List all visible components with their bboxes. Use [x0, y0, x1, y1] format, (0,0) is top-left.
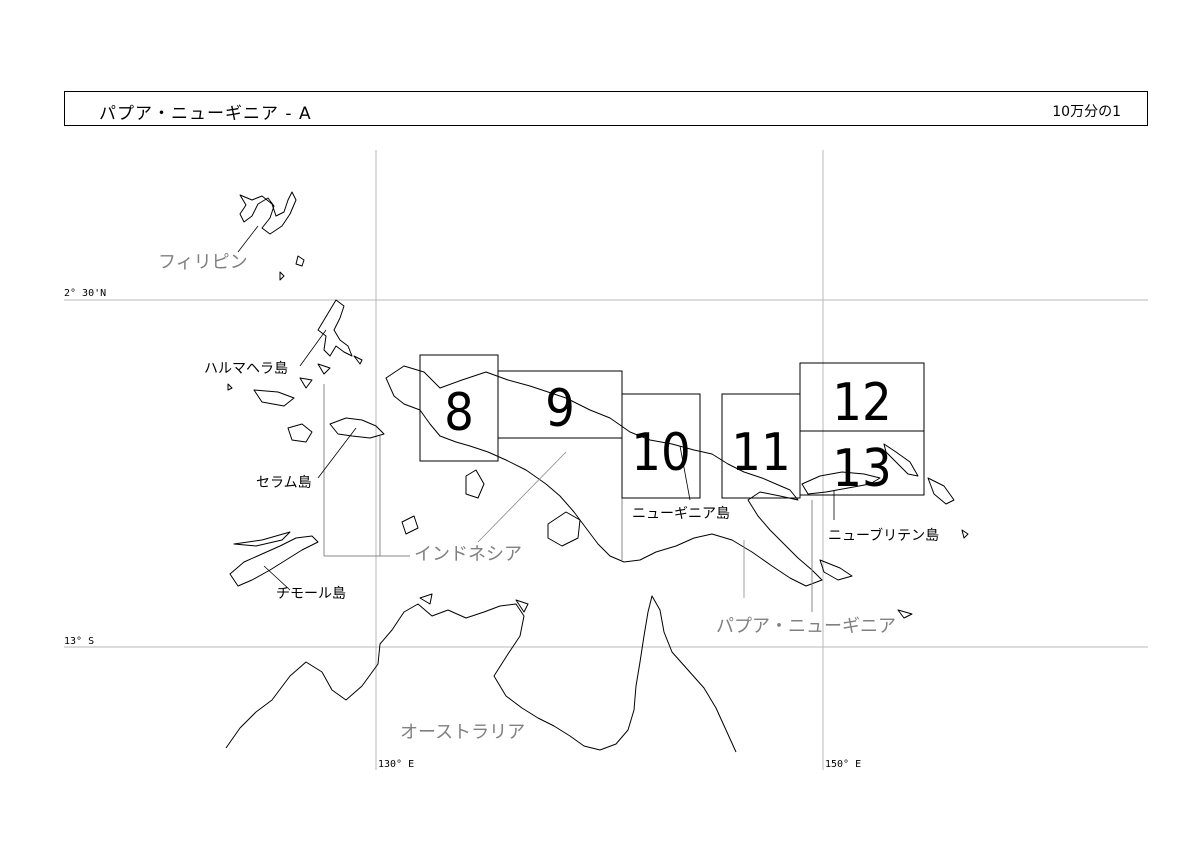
coast-new-guinea	[385, 365, 823, 587]
leader-new-guinea	[679, 445, 691, 501]
coast-moluccas-small	[227, 355, 363, 391]
label-seram: セラム島	[256, 475, 312, 491]
coast-timor	[229, 535, 319, 587]
map-title: パプア・ニューギニア - A	[99, 104, 312, 124]
coast-halmahera-islets	[253, 363, 331, 407]
sheet-box-13[interactable]	[799, 430, 925, 496]
coast-sunda-islets	[233, 515, 419, 547]
coast-australia	[225, 595, 737, 753]
lon-label-130: 130° E	[378, 759, 414, 770]
sheet-number-9: 9	[545, 379, 575, 439]
sheet-number-10: 10	[631, 423, 691, 483]
title-bar: パプア・ニューギニア - A 10万分の1	[64, 91, 1148, 126]
label-philippines: フィリピン	[158, 252, 248, 273]
label-timor: チモール島	[276, 586, 346, 602]
label-indonesia: インドネシア	[414, 544, 522, 565]
coastlines	[225, 191, 969, 753]
coast-buru	[287, 423, 313, 443]
leader-lines	[237, 225, 835, 598]
leader-halmahera	[299, 329, 327, 367]
coast-pacific-islets	[819, 529, 969, 619]
leader-seram	[317, 427, 357, 479]
coast-australia-islets	[419, 593, 529, 613]
sheet-box-10[interactable]	[621, 393, 701, 499]
sheet-index	[419, 354, 925, 499]
sheet-number-8: 8	[444, 383, 474, 443]
label-new-britain: ニューブリテン島	[828, 527, 939, 544]
coast-halmahera	[317, 299, 353, 357]
lon-label-150: 150° E	[825, 759, 861, 770]
coast-bougainville	[927, 477, 955, 505]
label-new-guinea: ニューギニア島	[632, 506, 730, 522]
sheet-number-12: 12	[832, 373, 892, 433]
coast-new-guinea-south-lobe	[547, 511, 581, 547]
coast-philippines-islet	[295, 255, 305, 267]
coast-philippines	[239, 191, 297, 235]
sheet-number-11: 11	[731, 423, 791, 483]
sheet-number-13: 13	[832, 439, 892, 499]
map-scale: 10万分の1	[1052, 104, 1121, 120]
label-papua-new-guinea: パプア・ニューギニア	[716, 616, 896, 637]
boundary-lines	[323, 384, 813, 612]
leader-philippines	[237, 225, 259, 253]
leader-indonesia	[477, 451, 567, 543]
coast-seram	[329, 417, 385, 439]
label-halmahera: ハルマヘラ島	[204, 361, 288, 377]
graticule	[64, 150, 1148, 770]
lat-label-north: 2° 30'N	[64, 288, 106, 299]
coast-new-ireland	[883, 443, 919, 477]
coast-aru	[465, 469, 485, 499]
coast-philippines-islet-2	[279, 271, 285, 281]
label-australia: オーストラリア	[400, 722, 525, 743]
leader-timor	[263, 565, 291, 591]
lat-label-south: 13° S	[64, 636, 94, 647]
coast-new-britain	[801, 471, 881, 495]
